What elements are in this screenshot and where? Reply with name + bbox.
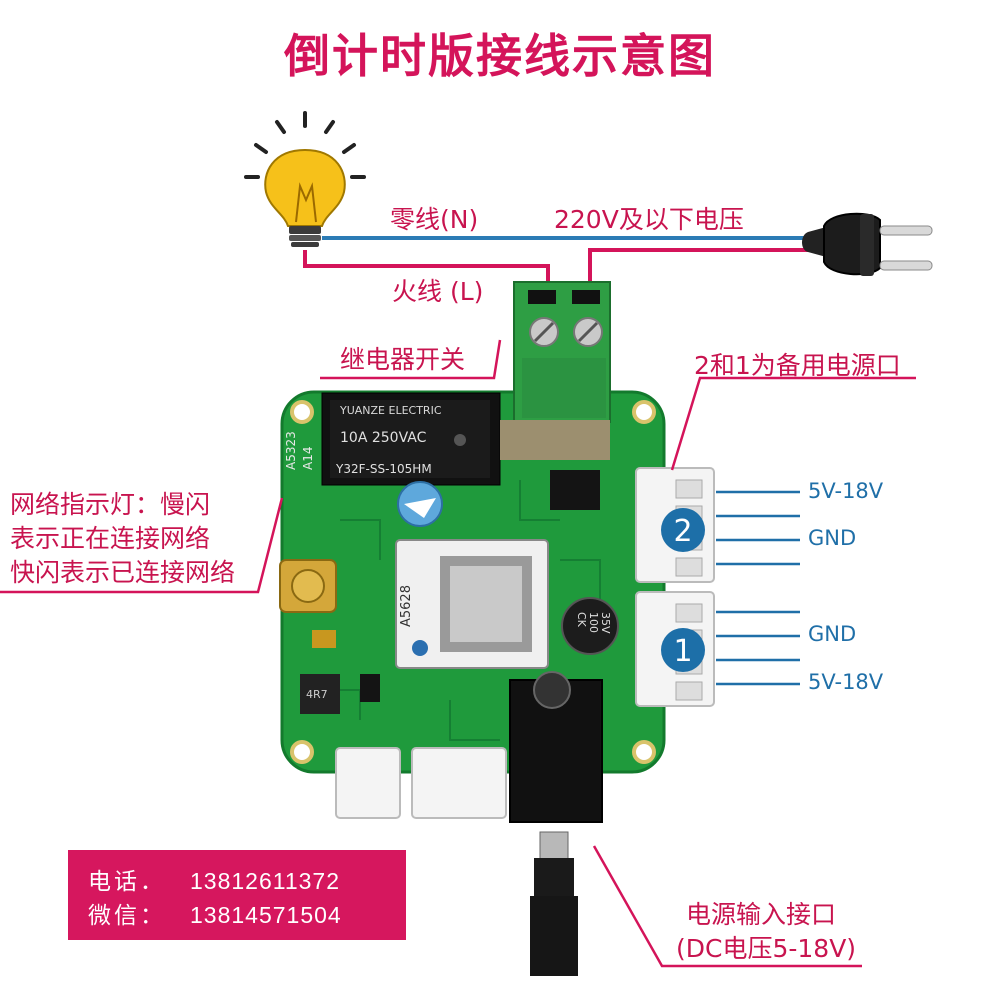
power-input-line-1: 电源输入接口: [685, 900, 836, 929]
relay-brand: YUANZE ELECTRIC: [340, 404, 442, 417]
power-input-line-2: (DC电压5-18V): [676, 934, 857, 963]
port2-badge-text: 2: [673, 514, 692, 549]
port1-pin2-label: 5V-18V: [808, 670, 884, 694]
module-name: A5628: [399, 585, 414, 627]
neutral-label: 零线(N): [390, 205, 479, 234]
silk-ver: A14: [301, 447, 315, 470]
silk-name: A5323: [284, 431, 298, 470]
network-led-label: 网络指示灯：慢闪 表示正在连接网络 快闪表示已连接网络: [10, 488, 235, 590]
wechat-row: 微信： 13814571504: [88, 896, 342, 930]
network-callout: [0, 497, 284, 594]
network-led-line-1: 网络指示灯：慢闪: [10, 490, 211, 519]
pin-lines: [716, 490, 800, 686]
bulb-rays: [244, 111, 366, 179]
phone-row: 电话． 13812611372: [88, 862, 340, 896]
light-bulb-icon: [264, 148, 346, 247]
network-led-line-2: 表示正在连接网络: [10, 524, 211, 553]
relay-label: 继电器开关: [340, 345, 466, 374]
wechat-label: 微信：: [88, 903, 166, 929]
page-title: 倒计时版接线示意图: [284, 29, 716, 83]
live-label: 火线 (L): [392, 277, 484, 306]
port1-pin1-label: GND: [808, 622, 857, 646]
power-plug-icon: [802, 212, 933, 276]
cap-text-3: 35V: [599, 612, 612, 634]
port1-badge: [661, 628, 705, 672]
cap-text-2: 100: [587, 612, 600, 633]
dc-plug-icon: [530, 831, 578, 976]
wechat-id: 13814571504: [190, 902, 342, 928]
inductor: 4R7: [306, 688, 328, 701]
network-led-line-3: 快闪表示已连接网络: [10, 558, 236, 587]
port2-badge: [661, 508, 705, 552]
power-input-label: 电源输入接口 (DC电压5-18V): [676, 898, 857, 966]
port1-badge-text: 1: [673, 634, 692, 669]
port2-pin1-label: 5V-18V: [808, 479, 884, 503]
cap-text-1: CK: [575, 612, 588, 628]
backup-power-label: 2和1为备用电源口: [694, 351, 901, 380]
voltage-label: 220V及以下电压: [554, 205, 744, 234]
phone-number: 13812611372: [190, 868, 340, 894]
relay-model: Y32F-SS-105HM: [336, 462, 432, 476]
relay-rating: 10A 250VAC: [340, 430, 427, 446]
port2-pin2-label: GND: [808, 526, 857, 550]
relay-callout: [320, 339, 502, 380]
contact-box: 电话． 13812611372 微信： 13814571504: [68, 850, 406, 940]
phone-label: 电话．: [88, 869, 166, 895]
power-callout: [592, 845, 862, 968]
backup-callout: [670, 376, 916, 471]
live-wire-from-plug: [588, 248, 808, 300]
